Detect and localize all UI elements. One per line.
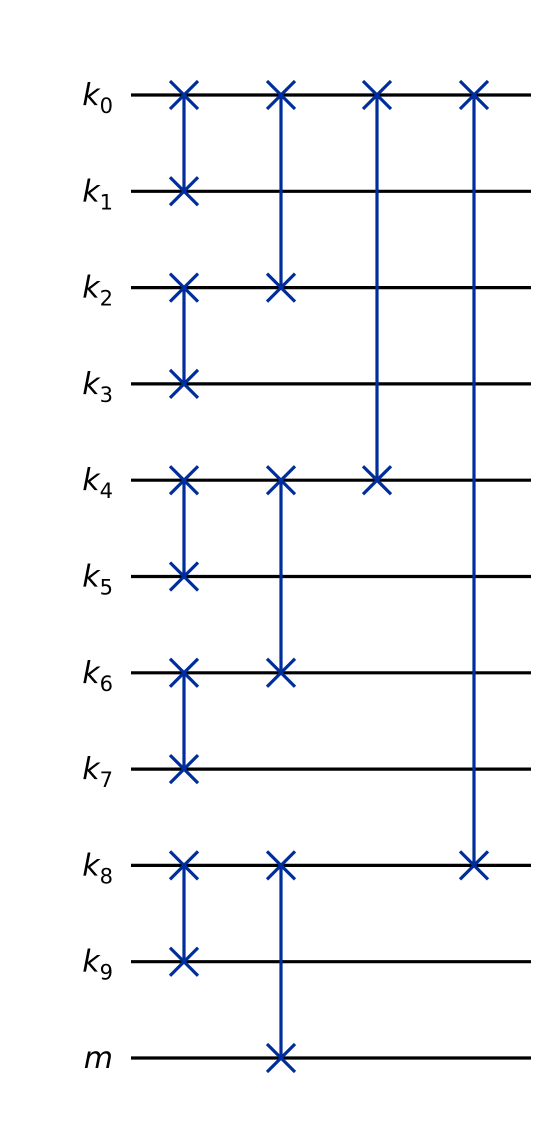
qubit-label: k4 xyxy=(82,463,113,503)
qubit-label: k7 xyxy=(82,752,113,792)
qubit-label-subscript: 2 xyxy=(100,287,113,311)
swap-gate xyxy=(361,79,393,496)
swap-x-stroke xyxy=(265,850,297,881)
swap-gate xyxy=(168,657,200,785)
swap-gate xyxy=(168,272,200,400)
qubit-label: k8 xyxy=(82,848,113,888)
swap-x-stroke xyxy=(265,657,297,688)
qubit-label-symbol: k xyxy=(82,752,101,787)
swap-gates xyxy=(168,79,490,1074)
qubit-label: k3 xyxy=(82,367,113,407)
swap-x-stroke xyxy=(168,465,200,496)
qubit-label-subscript: 4 xyxy=(100,479,113,503)
swap-x-stroke xyxy=(168,368,200,400)
swap-x-stroke xyxy=(168,657,200,688)
qubit-label-subscript: 5 xyxy=(100,576,113,600)
swap-x-stroke xyxy=(458,79,490,111)
swap-x-stroke xyxy=(168,272,200,303)
qubit-wires xyxy=(131,93,531,1060)
qubit-label-symbol: k xyxy=(82,174,101,209)
qubit-label-subscript: 8 xyxy=(100,864,113,888)
swap-x-stroke xyxy=(265,272,297,303)
swap-x-stroke xyxy=(361,465,393,496)
swap-gate xyxy=(168,79,200,207)
qubit-label-subscript: 1 xyxy=(100,190,113,214)
swap-x-stroke xyxy=(168,753,200,785)
qubit-label: k2 xyxy=(82,271,113,311)
qubit-label-symbol: k xyxy=(82,367,101,402)
swap-x-stroke xyxy=(168,79,200,111)
swap-x-stroke xyxy=(265,465,297,496)
qubit-label-subscript: 3 xyxy=(100,383,113,407)
swap-x-stroke xyxy=(458,850,490,881)
swap-gate xyxy=(265,79,297,303)
qubit-label-symbol: k xyxy=(82,656,101,691)
qubit-label-symbol: k xyxy=(82,560,101,595)
qubit-label: k9 xyxy=(82,945,113,985)
swap-gate xyxy=(168,850,200,977)
swap-x-stroke xyxy=(168,176,200,207)
qubit-label: k5 xyxy=(82,560,113,600)
swap-x-stroke xyxy=(168,946,200,977)
qubit-label: k6 xyxy=(82,656,113,696)
swap-gate xyxy=(168,465,200,592)
qubit-label-symbol: m xyxy=(84,1041,113,1076)
qubit-label: m xyxy=(84,1041,113,1076)
qubit-label-subscript: 6 xyxy=(100,672,113,696)
qubit-label-symbol: k xyxy=(82,945,101,980)
qubit-label: k1 xyxy=(82,174,113,214)
qubit-label-subscript: 9 xyxy=(100,961,113,985)
swap-gate xyxy=(458,79,490,881)
qubit-label: k0 xyxy=(82,78,113,118)
qubit-label-symbol: k xyxy=(82,463,101,498)
qubit-label-symbol: k xyxy=(82,271,101,306)
swap-x-stroke xyxy=(168,850,200,881)
swap-x-stroke xyxy=(265,79,297,111)
swap-x-stroke xyxy=(265,1042,297,1074)
swap-gate xyxy=(265,850,297,1074)
qubit-label-symbol: k xyxy=(82,848,101,883)
qubit-label-subscript: 0 xyxy=(100,94,113,118)
swap-gate xyxy=(265,465,297,688)
qubit-label-subscript: 7 xyxy=(100,768,113,792)
swap-x-stroke xyxy=(168,561,200,592)
swap-x-stroke xyxy=(361,79,393,111)
qubit-label-symbol: k xyxy=(82,78,101,113)
